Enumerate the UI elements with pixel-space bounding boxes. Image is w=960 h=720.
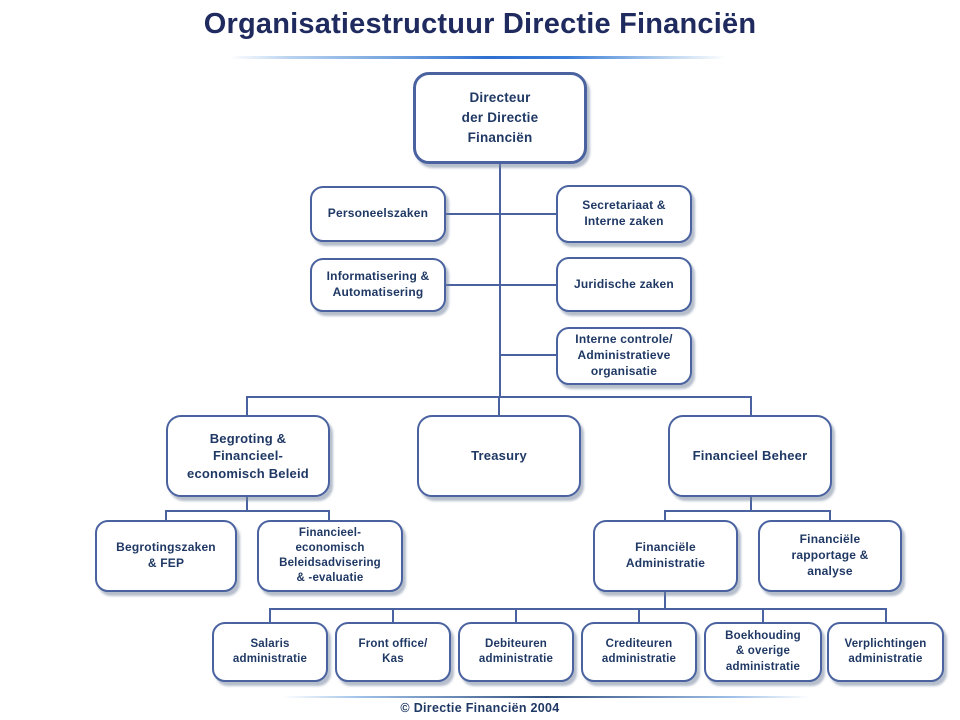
connector-line — [664, 510, 666, 520]
node-begroting-fin-econ-beleid: Begroting & Financieel- economisch Belei… — [166, 415, 330, 497]
connector-line — [750, 497, 752, 512]
footer-divider — [283, 696, 810, 698]
connector-line — [328, 510, 330, 520]
title-underline — [230, 56, 726, 59]
node-informatisering-automatisering: Informatisering & Automatisering — [310, 258, 446, 312]
node-debiteuren-administratie: Debiteuren administratie — [458, 622, 574, 682]
connector-line — [246, 396, 248, 415]
node-financieel-beheer: Financieel Beheer — [668, 415, 832, 497]
node-juridische-zaken: Juridische zaken — [556, 257, 692, 312]
connector-line — [392, 608, 394, 622]
connector-line — [165, 510, 330, 512]
node-financiele-rapportage-analyse: Financiële rapportage & analyse — [758, 520, 902, 592]
connector-line — [498, 396, 500, 415]
node-treasury: Treasury — [417, 415, 581, 497]
node-front-office-kas: Front office/ Kas — [335, 622, 451, 682]
connector-line — [762, 608, 764, 622]
connector-line — [269, 608, 271, 622]
connector-line — [638, 608, 640, 622]
connector-line — [446, 284, 556, 286]
node-salaris-administratie: Salaris administratie — [212, 622, 328, 682]
connector-line — [500, 354, 556, 356]
node-begrotingszaken-fep: Begrotingszaken & FEP — [95, 520, 237, 592]
node-financiele-administratie: Financiële Administratie — [593, 520, 738, 592]
page-title: Organisatiestructuur Directie Financiën — [203, 8, 757, 40]
node-beleidsadvisering-evaluatie: Financieel- economisch Beleidsadvisering… — [257, 520, 403, 592]
connector-line — [664, 592, 666, 609]
node-interne-controle: Interne controle/ Administratieve organi… — [556, 327, 692, 385]
connector-line — [750, 396, 752, 415]
connector-line — [664, 510, 831, 512]
connector-line — [446, 213, 556, 215]
connector-line — [165, 510, 167, 520]
connector-line — [885, 608, 887, 622]
node-secretariaat-interne-zaken: Secretariaat & Interne zaken — [556, 185, 692, 243]
node-crediteuren-administratie: Crediteuren administratie — [581, 622, 697, 682]
connector-line — [269, 608, 887, 610]
connector-line — [499, 164, 501, 398]
connector-line — [829, 510, 831, 520]
footer-copyright: © Directie Financiën 2004 — [400, 701, 560, 715]
node-directeur: Directeur der Directie Financiën — [413, 72, 587, 164]
node-boekhouding-overige-administratie: Boekhouding & overige administratie — [704, 622, 822, 682]
node-personeelszaken: Personeelszaken — [310, 186, 446, 242]
connector-line — [246, 497, 248, 512]
connector-line — [515, 608, 517, 622]
node-verplichtingen-administratie: Verplichtingen administratie — [827, 622, 944, 682]
